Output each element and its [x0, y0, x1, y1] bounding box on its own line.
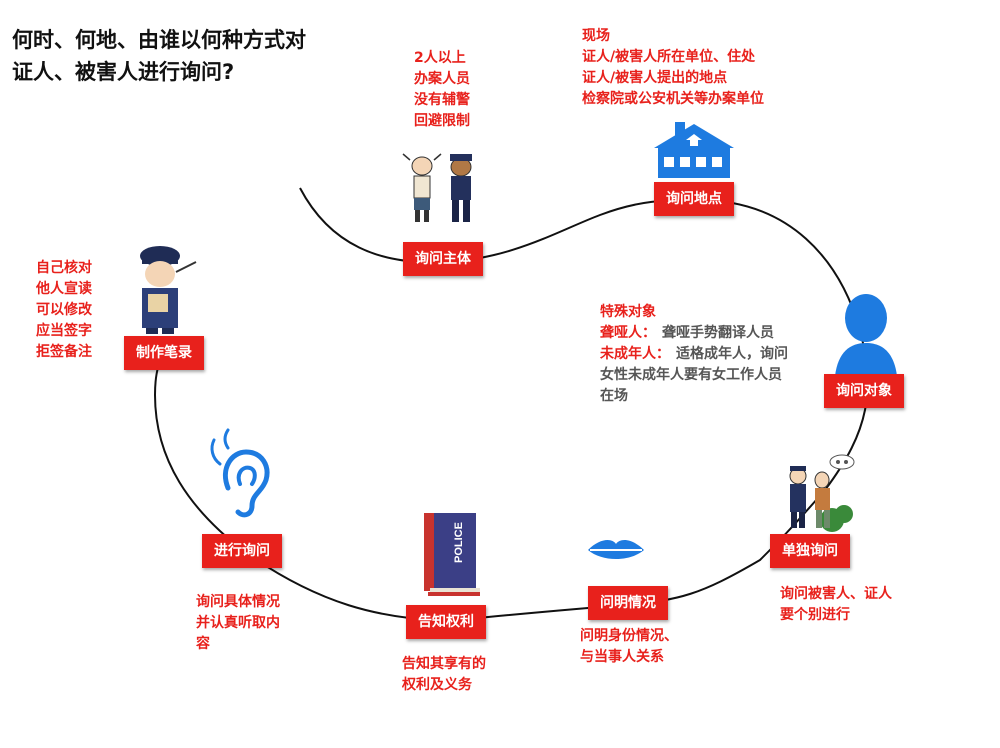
- book-label: POLICE: [453, 522, 465, 563]
- two-men-icon: [789, 454, 855, 532]
- node-conduct[interactable]: 进行询问: [202, 534, 282, 568]
- note-target: 特殊对象 聋哑人：聋哑手势翻译人员 未成年人：适格成年人，询问 女性未成年人要有…: [600, 304, 788, 404]
- node-subject[interactable]: 询问主体: [403, 242, 483, 276]
- node-target[interactable]: 询问对象: [824, 374, 904, 408]
- officers-icon: [402, 153, 472, 222]
- police-officer-icon: [140, 246, 197, 334]
- node-record[interactable]: 制作笔录: [124, 336, 204, 370]
- note-clarify: 问明身份情况、 与当事人关系: [580, 628, 678, 665]
- note-inform: 告知其享有的 权利及义务: [402, 656, 486, 693]
- lips-icon: [588, 540, 644, 559]
- ear-icon: [210, 428, 270, 518]
- title-line-2: 证人、被害人进行询问?: [12, 60, 235, 84]
- police-book-icon: POLICE: [424, 513, 480, 596]
- page-title: 何时、何地、由谁以何种方式对 证人、被害人进行询问?: [12, 24, 372, 88]
- house-icon: [654, 122, 734, 178]
- node-separate[interactable]: 单独询问: [770, 534, 850, 568]
- note-record: 自己核对 他人宣读 可以修改 应当签字 拒签备注: [36, 260, 92, 360]
- node-clarify[interactable]: 问明情况: [588, 586, 668, 620]
- node-location[interactable]: 询问地点: [654, 182, 734, 216]
- node-inform[interactable]: 告知权利: [406, 605, 486, 639]
- note-subject: 2人以上 办案人员 没有辅警 回避限制: [414, 50, 470, 129]
- note-location: 现场 证人/被害人所在单位、住处 证人/被害人提出的地点 检察院或公安机关等办案…: [582, 28, 764, 107]
- note-conduct: 询问具体情况 并认真听取内 容: [196, 594, 280, 652]
- person-silhouette-icon: [835, 294, 897, 376]
- title-line-1: 何时、何地、由谁以何种方式对: [12, 28, 306, 52]
- note-separate: 询问被害人、证人 要个别进行: [780, 586, 892, 623]
